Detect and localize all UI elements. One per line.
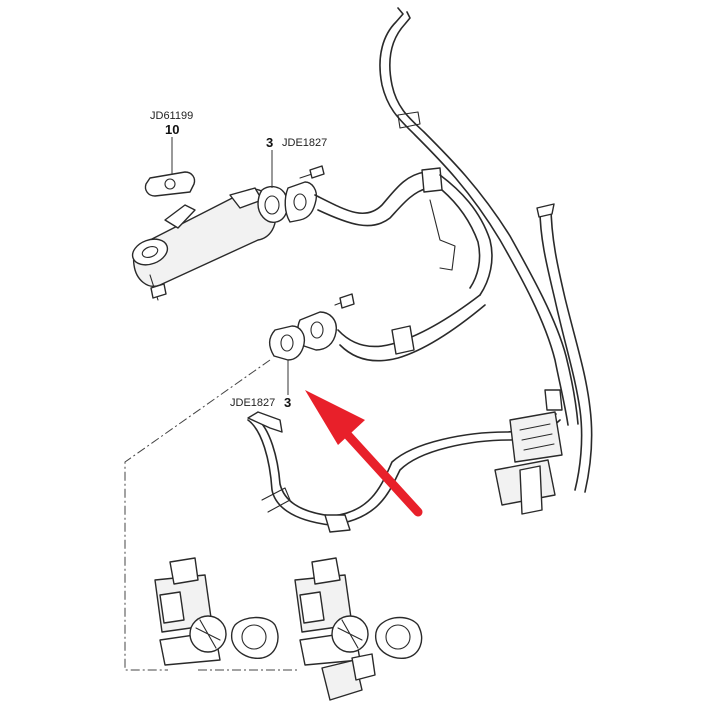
callout-3-upper-part-no: JDE1827 <box>282 137 328 149</box>
callout-3-lower-item: 3 <box>284 395 292 410</box>
valve-2-gasket <box>374 616 423 659</box>
gasket-10 <box>144 171 196 197</box>
hose-lower-loop <box>247 411 561 533</box>
dash-leader-vertical <box>124 359 271 671</box>
egr-valve-assembly <box>494 389 563 515</box>
long-tube-top <box>379 7 579 426</box>
callout-10-part-no: JD61199 <box>150 110 194 122</box>
tube-right <box>536 203 593 493</box>
egr-cooler <box>131 187 277 301</box>
red-arrow <box>305 390 423 517</box>
callout-3-lower-part-no: JDE1827 <box>230 397 276 409</box>
egr-pipe-upper <box>299 165 493 296</box>
gasket-3-upper <box>257 181 318 223</box>
gasket-3-lower <box>268 325 306 361</box>
callout-3-upper-item: 3 <box>266 135 274 150</box>
egr-valve-2 <box>294 557 376 701</box>
egr-pipe-lower <box>297 293 486 362</box>
egr-valve-1 <box>154 557 227 666</box>
valve-1-gasket <box>230 616 279 659</box>
callout-10-item: 10 <box>165 122 180 137</box>
